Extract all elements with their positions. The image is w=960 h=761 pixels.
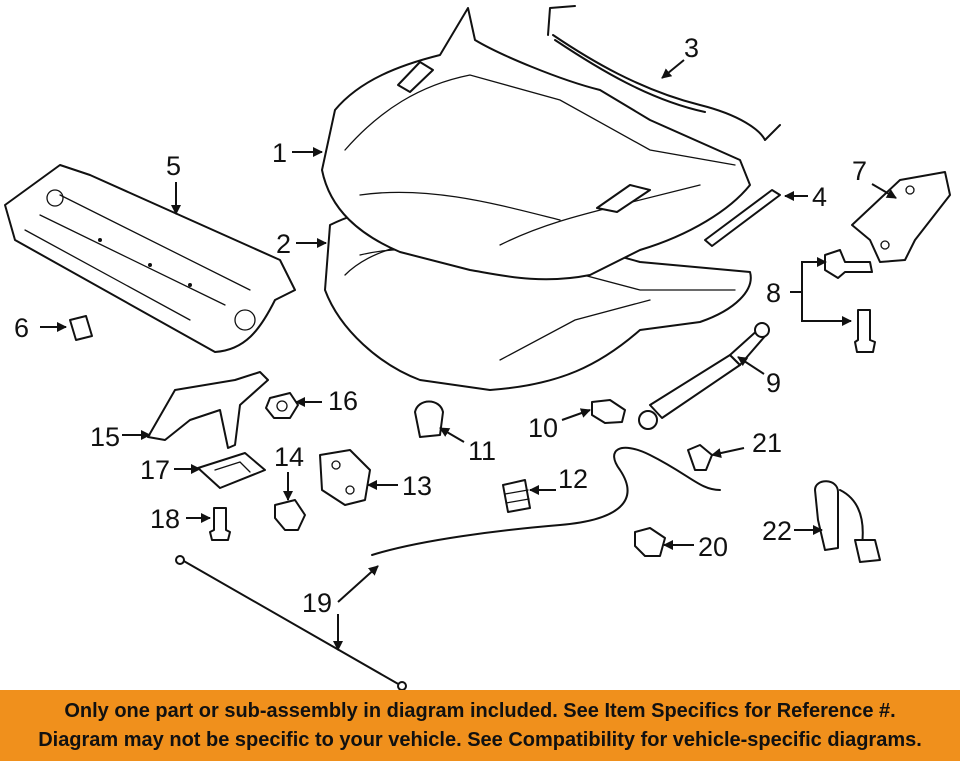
callout-11: 11	[439, 427, 496, 466]
callout-9: 9	[737, 356, 781, 398]
callout-14: 14	[274, 442, 304, 501]
callout-1: 1	[272, 138, 323, 168]
callout-number: 16	[328, 386, 358, 416]
callout-number: 13	[402, 471, 432, 501]
callout-13: 13	[367, 471, 432, 501]
hood-support-strut-part	[638, 322, 770, 430]
hex-nut-part	[265, 392, 299, 419]
callout-16: 16	[295, 386, 358, 416]
bolt-21-part	[687, 444, 713, 471]
wiring-connector-part	[814, 480, 881, 563]
callout-number: 3	[684, 33, 699, 63]
latch-bolt-part	[274, 499, 306, 531]
callout-5: 5	[166, 151, 181, 215]
callout-number: 11	[468, 436, 496, 466]
callout-20: 20	[663, 532, 728, 562]
callout-22: 22	[762, 516, 823, 546]
callout-3: 3	[661, 33, 699, 79]
position-sensor-part	[634, 527, 666, 557]
callout-19: 19	[302, 565, 379, 651]
callout-number: 14	[274, 442, 304, 472]
callout-21: 21	[711, 428, 782, 458]
hood-latch-part	[319, 449, 371, 506]
release-handle-part	[147, 371, 269, 449]
callout-number: 10	[528, 413, 558, 443]
callout-8: 8	[766, 257, 852, 326]
hood-bumper-part	[414, 400, 444, 438]
disclaimer-banner: Only one part or sub-assembly in diagram…	[0, 690, 960, 761]
callout-number: 4	[812, 182, 827, 212]
callout-6: 6	[14, 313, 67, 343]
callout-number: 8	[766, 278, 781, 308]
screw-part	[209, 507, 231, 541]
callout-7: 7	[852, 156, 897, 199]
shield-panel-part	[4, 164, 296, 353]
callout-number: 5	[166, 151, 181, 181]
callout-number: 12	[558, 464, 588, 494]
callout-number: 21	[752, 428, 782, 458]
callout-number: 15	[90, 422, 120, 452]
hood-hinge-part	[851, 171, 951, 263]
hinge-bolts-part	[824, 249, 876, 353]
callout-15: 15	[90, 422, 151, 452]
callout-number: 1	[272, 138, 287, 168]
callout-number: 6	[14, 313, 29, 343]
callout-number: 7	[852, 156, 867, 186]
callout-2: 2	[276, 229, 327, 259]
callout-18: 18	[150, 504, 211, 534]
latch-switch-part	[591, 399, 626, 424]
hood-parts-diagram: 1 2 3 4 5 6 7 8 9 10 11 12	[4, 5, 951, 690]
retainer-clip-part	[69, 315, 93, 341]
release-cable-part	[175, 446, 721, 690]
bumper-stop-part	[502, 479, 531, 513]
mounting-bracket-part	[197, 452, 266, 489]
callout-number: 18	[150, 504, 180, 534]
hood-seal-part	[547, 5, 781, 141]
disclaimer-line-2: Diagram may not be specific to your vehi…	[38, 728, 922, 751]
callout-number: 19	[302, 588, 332, 618]
side-seal-strip-part	[704, 189, 781, 247]
callout-4: 4	[784, 182, 827, 212]
callout-12: 12	[529, 464, 588, 495]
callout-number: 9	[766, 368, 781, 398]
callout-number: 22	[762, 516, 792, 546]
hood-panel-part	[321, 7, 751, 281]
callout-17: 17	[140, 455, 201, 485]
callout-number: 17	[140, 455, 170, 485]
callout-number: 20	[698, 532, 728, 562]
callout-10: 10	[528, 408, 591, 443]
callout-number: 2	[276, 229, 291, 259]
disclaimer-line-1: Only one part or sub-assembly in diagram…	[64, 699, 896, 722]
